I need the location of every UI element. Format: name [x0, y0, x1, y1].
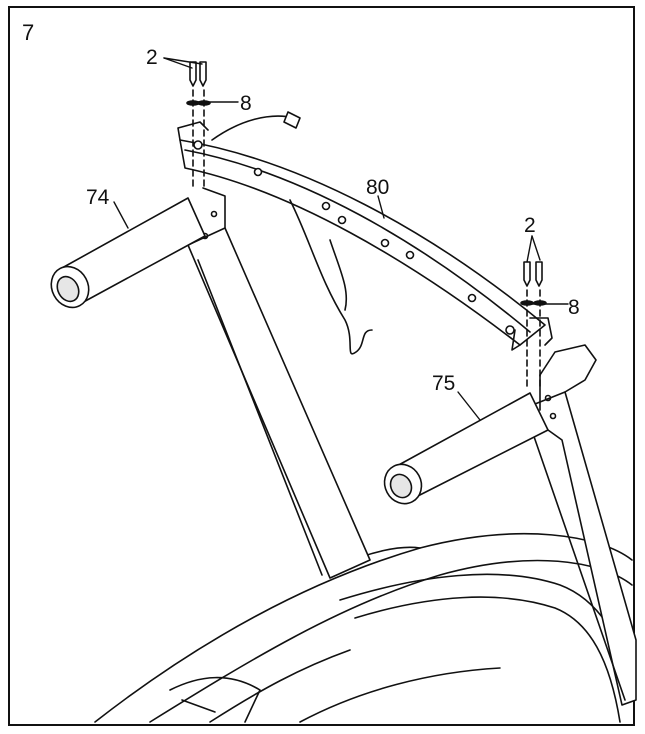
- step-number: 7: [22, 20, 34, 45]
- diagram-frame: [8, 6, 635, 726]
- crossbar: [177, 121, 553, 351]
- left-upright: [187, 187, 371, 579]
- left-hardware: [186, 61, 211, 191]
- left-handrail: [50, 197, 206, 309]
- label-upright-left: 74: [86, 186, 110, 209]
- wire-harness: [211, 111, 373, 355]
- label-crossbar: 80: [366, 176, 389, 199]
- label-upright-right: 75: [432, 372, 455, 395]
- label-washer-left: 8: [240, 92, 252, 115]
- label-screw-right: 2: [524, 214, 536, 237]
- treadmill-base: [94, 532, 633, 723]
- right-upright: [519, 344, 637, 706]
- right-handrail: [383, 392, 549, 505]
- label-washer-right: 8: [568, 296, 580, 319]
- label-screw-left: 2: [146, 46, 158, 69]
- leader-lines: [113, 57, 569, 421]
